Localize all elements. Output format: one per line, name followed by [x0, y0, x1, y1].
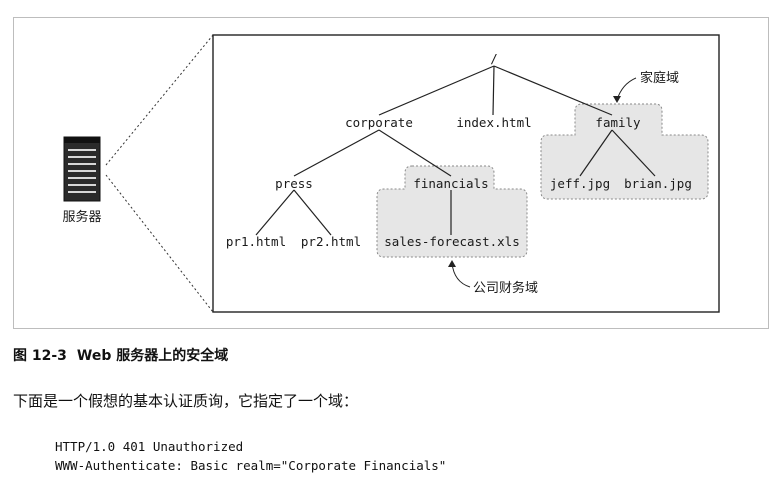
- node-press: press: [275, 176, 313, 191]
- code-line: HTTP/1.0 401 Unauthorized: [55, 439, 244, 454]
- security-realm-diagram: 服务器 / corporate index.html family press …: [62, 34, 720, 313]
- zoom-line-bottom: [105, 174, 214, 313]
- node-jeff-jpg: jeff.jpg: [550, 176, 610, 191]
- arrow-head-icon: [613, 96, 621, 103]
- node-brian-jpg: brian.jpg: [624, 176, 692, 191]
- node-index-html: index.html: [456, 115, 531, 130]
- node-corporate: corporate: [345, 115, 413, 130]
- financials-realm-region: [376, 165, 528, 258]
- node-pr2-html: pr2.html: [301, 234, 361, 249]
- node-financials: financials: [413, 176, 488, 191]
- node-family: family: [595, 115, 641, 130]
- figure-title: Web 服务器上的安全域: [76, 348, 229, 364]
- figure-caption: 图 12-3 Web 服务器上的安全域: [13, 345, 228, 365]
- code-line: WWW-Authenticate: Basic realm="Corporate…: [55, 458, 447, 473]
- node-sales-forecast-xls: sales-forecast.xls: [384, 234, 519, 249]
- figure-number: 图 12-3: [13, 348, 67, 364]
- family-realm-region: [540, 103, 709, 200]
- server-icon: [63, 136, 101, 202]
- zoom-line-top: [105, 34, 214, 166]
- arrow-head-icon: [448, 260, 456, 267]
- server-label: 服务器: [62, 209, 101, 225]
- financials-realm-label: 公司财务域: [473, 280, 538, 296]
- tree-edges: [255, 65, 656, 236]
- node-pr1-html: pr1.html: [226, 234, 286, 249]
- tree-root: /: [490, 51, 498, 66]
- family-realm-label: 家庭域: [640, 70, 679, 86]
- body-paragraph: 下面是一个假想的基本认证质询，它指定了一个域：: [13, 392, 359, 410]
